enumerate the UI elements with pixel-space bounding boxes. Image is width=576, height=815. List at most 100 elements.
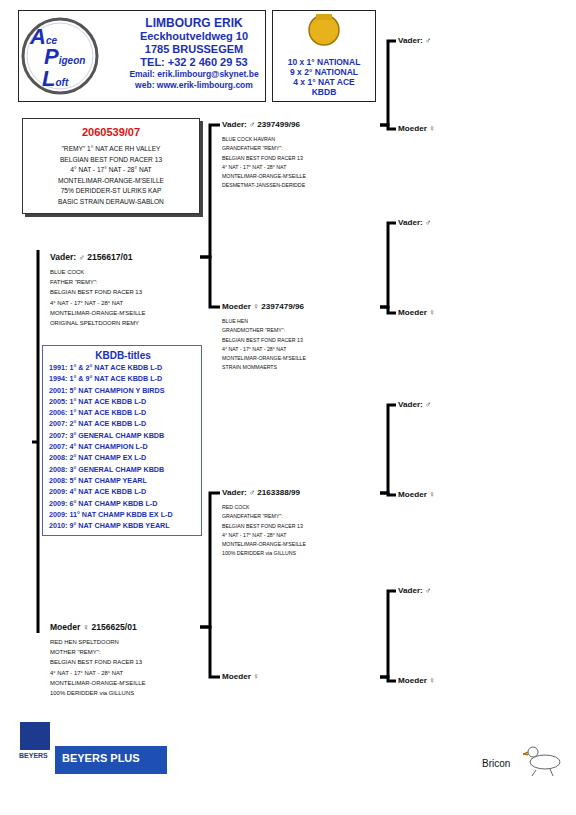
kbdb-crown: [316, 14, 332, 20]
body-text: BELGIAN BEST FOND RACER 13: [222, 154, 380, 163]
pedigree-bracket: [380, 591, 396, 677]
pedigree-bracket: [380, 125, 396, 129]
parent-entry: Moeder ♀ 2156625/01RED HEN SPELTDOORNMOT…: [50, 620, 200, 698]
body-text: GRANDFATHER "REMY":: [222, 144, 380, 153]
body-text: 2005: 1° NAT ACE KBDB L-D: [49, 396, 197, 407]
heading-text: Vader: ♂: [398, 34, 548, 48]
body-text: BELGIAN BEST FOND RACER 13: [222, 522, 380, 531]
beyers-logo-mark: [20, 722, 50, 750]
brand-text: Bricon: [482, 758, 510, 769]
beyers-plus-bar: [55, 746, 167, 774]
body-text: 2009: 4° NAT ACE KBDB L-D: [49, 486, 197, 497]
heading-text: Moeder ♀: [398, 306, 548, 320]
ancestor-entry: Moeder ♀: [398, 306, 548, 320]
body-text: 2009: 6° NAT CHAMP KBDB L-D: [49, 498, 197, 509]
kbdb-box: 10 x 1° NATIONAL9 x 2° NATIONAL4 x 1° NA…: [272, 10, 376, 102]
body-text: 2009: 11° NAT CHAMP KBDB EX L-D: [49, 509, 197, 520]
bricon-bird-legs: [532, 769, 553, 776]
heading-text: Moeder ♀: [398, 122, 548, 136]
pedigree-bracket: [380, 677, 396, 681]
body-text: web: www.erik-limbourg.com: [127, 80, 261, 91]
body-text: ORIGINAL SPELTDOORN REMY: [50, 318, 200, 328]
body-text: MONTELIMAR-ORANGE-M'SEILLE: [222, 540, 380, 549]
logo-ring: [23, 19, 97, 93]
heading-text: Moeder ♀: [398, 674, 548, 688]
bricon-bird-beak: [523, 752, 528, 755]
heading-text: KBDB-titles: [49, 349, 197, 362]
body-text: TEL: +32 2 460 29 53: [127, 56, 261, 69]
body-text: 2006: 1° NAT ACE KBDB L-D: [49, 407, 197, 418]
body-text: RED HEN SPELTDOORN: [50, 637, 200, 647]
ancestor-entry: Moeder ♀: [398, 488, 548, 502]
body-text: MONTELIMAR-ORANGE-M'SEILLE: [50, 678, 200, 688]
body-text: 100% DERIDDER via GILLUNS: [222, 549, 380, 558]
body-text: 2010: 9° NAT CHAMP KBDB YEARL: [49, 520, 197, 531]
body-text: Email: erik.limbourg@skynet.be: [127, 69, 261, 80]
pedigree-bracket: [32, 250, 38, 633]
pedigree-bracket: [380, 41, 396, 125]
ancestor-entry: Vader: ♂: [398, 398, 548, 412]
pedigree-bracket: [380, 223, 396, 307]
body-text: 2007: 4° NAT CHAMPION L-D: [49, 441, 197, 452]
body-text: 4 x 1° NAT ACE: [275, 77, 373, 87]
body-text: "REMY" 1° NAT ACE RH VALLEY: [25, 144, 197, 155]
body-text: 2001: 5° NAT CHAMPION Y BIRDS: [49, 385, 197, 396]
heading-text: Vader: ♂ 2163388/99: [222, 486, 380, 500]
body-text: 4° NAT - 17° NAT - 28° NAT: [50, 298, 200, 308]
heading-text: 10 x 1° NATIONAL: [275, 57, 373, 67]
body-text: FATHER "REMY":: [50, 277, 200, 287]
body-text: 2008: 5° NAT CHAMP YEARL: [49, 475, 197, 486]
body-text: MONTELIMAR-ORANGE-M'SEILLE: [222, 354, 380, 363]
pedigree-bracket: [200, 627, 220, 677]
grandparent-entry: Vader: ♂ 2163388/99RED COCKGRANDFATHER "…: [222, 486, 380, 559]
body-text: 2007: 2° NAT ACE KBDB L-D: [49, 418, 197, 429]
body-text: GRANDMOTHER "REMY":: [222, 326, 380, 335]
body-text: 1785 BRUSSEGEM: [127, 43, 261, 56]
pedigree-bracket: [200, 257, 220, 307]
heading-text: Vader: ♂ 2156617/01: [50, 250, 200, 264]
heading-text: Vader: ♂: [398, 584, 548, 598]
body-text: BELGIAN BEST FOND RACER 13: [222, 336, 380, 345]
body-text: 4° NAT - 17° NAT - 28° NAT: [25, 165, 197, 176]
body-text: 2008: 2° NAT CHAMP EX L-D: [49, 452, 197, 463]
body-text: 1991: 1° & 2° NAT ACE KBDB L-D: [49, 362, 197, 373]
body-text: BELGIAN BEST FOND RACER 13: [25, 155, 197, 166]
heading-text: Moeder ♀: [398, 488, 548, 502]
heading-text: Moeder ♀ 2397479/96: [222, 300, 380, 314]
subject-box: 2060539/07"REMY" 1° NAT ACE RH VALLEYBEL…: [22, 118, 200, 214]
body-text: MONTELIMAR-ORANGE-M'SEILLE: [25, 176, 197, 187]
heading-text: Vader: ♂ 2397499/96: [222, 118, 380, 132]
heading-text: Moeder ♀ 2156625/01: [50, 620, 200, 634]
kbdb-crest: [309, 15, 339, 45]
ancestor-entry: Vader: ♂: [398, 216, 548, 230]
body-text: 1994: 1° & 9° NAT ACE KBDB L-D: [49, 373, 197, 384]
body-text: MONTELIMAR-ORANGE-M'SEILLE: [222, 172, 380, 181]
body-text: 4° NAT - 17° NAT - 28° NAT: [222, 345, 380, 354]
body-text: Eeckhoutveldweg 10: [127, 30, 261, 43]
body-text: DESMETMAT-JANSSEN-DERIDDE: [222, 181, 380, 190]
heading-text: Vader: ♂: [398, 216, 548, 230]
body-text: 100% DERIDDER via GILLUNS: [50, 688, 200, 698]
body-text: 4° NAT - 17° NAT - 28° NAT: [222, 531, 380, 540]
grandparent-entry: Vader: ♂ 2397499/96BLUE COCK HAVRANGRAND…: [222, 118, 380, 191]
body-text: MONTELIMAR-ORANGE-M'SEILLE: [50, 308, 200, 318]
body-text: MOTHER "REMY":: [50, 647, 200, 657]
pedigree-bracket: [200, 125, 220, 257]
body-text: BLUE COCK HAVRAN: [222, 135, 380, 144]
ancestor-entry: Vader: ♂: [398, 584, 548, 598]
body-text: 4° NAT - 17° NAT - 28° NAT: [50, 668, 200, 678]
brand-text: BEYERS: [19, 752, 48, 759]
body-text: BLUE COCK: [50, 267, 200, 277]
grandparent-entry: Moeder ♀ 2397479/96BLUE HENGRANDMOTHER "…: [222, 300, 380, 373]
body-text: 75% DERIDDER-ST ULRIKS KAP: [25, 186, 197, 197]
heading-text: Moeder ♀: [222, 670, 380, 684]
heading-text: LIMBOURG ERIK: [127, 17, 261, 30]
body-text: 9 x 2° NATIONAL: [275, 67, 373, 77]
logo-word: Loft: [42, 66, 68, 92]
body-text: BASIC STRAIN DERAUW-SABLON: [25, 197, 197, 208]
pedigree-bracket: [380, 405, 396, 493]
body-text: BELGIAN BEST FOND RACER 13: [50, 287, 200, 297]
ancestor-entry: Moeder ♀: [398, 674, 548, 688]
parent-entry: Vader: ♂ 2156617/01BLUE COCKFATHER "REMY…: [50, 250, 200, 328]
body-text: 4° NAT - 17° NAT - 28° NAT: [222, 163, 380, 172]
